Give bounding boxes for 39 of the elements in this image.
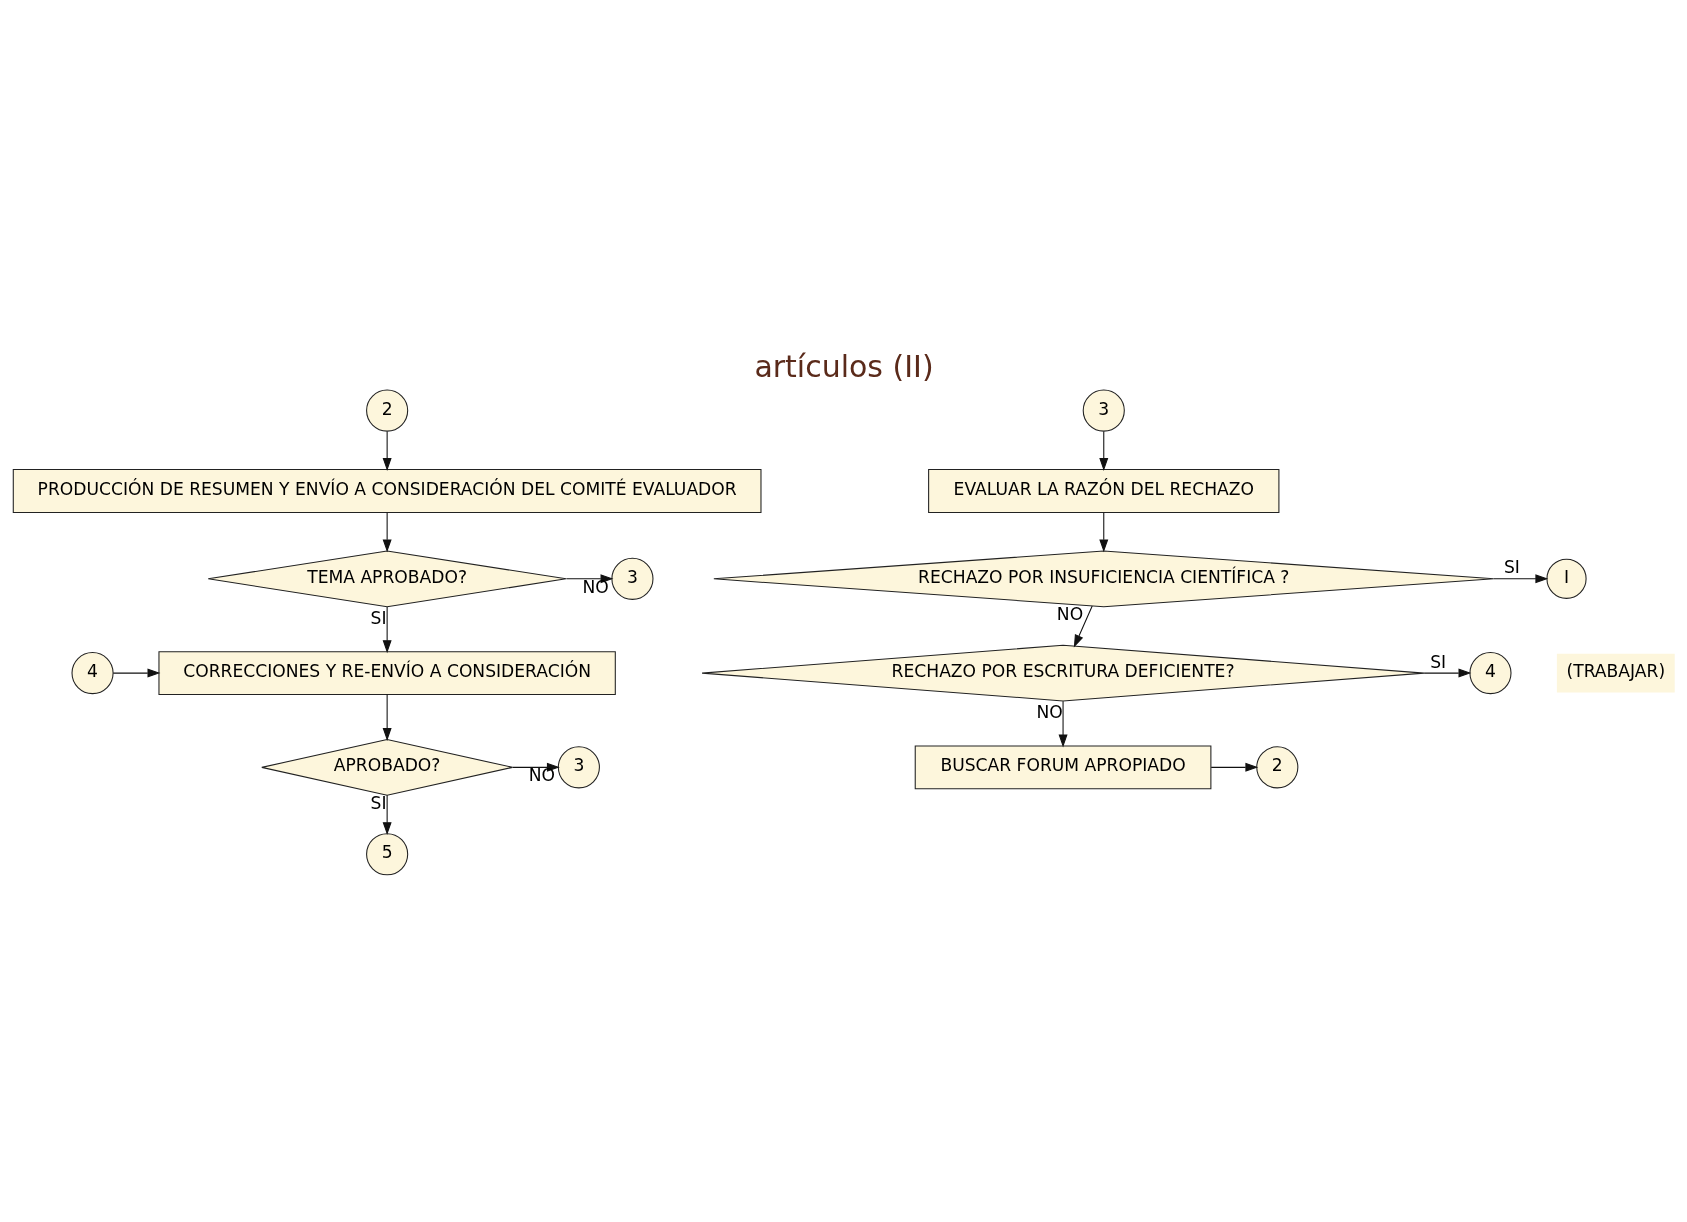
- arrow: [1073, 605, 1093, 648]
- arrow: [382, 430, 392, 471]
- edge-label: SI: [1503, 556, 1520, 577]
- arrow: [382, 693, 392, 741]
- node-circle: I: [1545, 558, 1587, 599]
- node-box: EVALUAR LA RAZÓN DEL RECHAZO: [927, 468, 1279, 513]
- arrow: [382, 606, 392, 653]
- edge-label: NO: [1036, 701, 1063, 722]
- diagram-title: artículos (II): [753, 348, 934, 384]
- arrow: [112, 668, 160, 678]
- node-circle: 3: [1082, 388, 1125, 432]
- node-circle: 4: [1468, 651, 1512, 694]
- node-diamond: TEMA APROBADO?: [207, 549, 567, 607]
- edge-label: SI: [370, 607, 387, 628]
- node-box: BUSCAR FORUM APROPIADO: [914, 744, 1211, 789]
- arrow: [1492, 573, 1548, 583]
- edge-label: NO: [581, 576, 609, 597]
- arrow: [1098, 511, 1108, 552]
- node-circle: 2: [1255, 745, 1298, 788]
- edge-label: NO: [528, 764, 555, 785]
- node-box: PRODUCCIÓN DE RESUMEN Y ENVÍO A CONSIDERACIÓN DEL COMITÉ EVALUADOR: [12, 468, 761, 513]
- node-circle: 4: [70, 651, 114, 694]
- node-diamond: RECHAZO POR INSUFICIENCIA CIENTÍFICA ?: [712, 549, 1494, 607]
- node-circle: 5: [365, 832, 408, 875]
- arrow: [1058, 700, 1068, 747]
- arrow: [1098, 430, 1108, 471]
- node-label: (TRABAJAR): [1566, 660, 1665, 681]
- node-diamond: RECHAZO POR ESCRITURA DEFICIENTE?: [701, 644, 1425, 701]
- arrow: [1210, 762, 1258, 772]
- node-circle: 3: [557, 745, 600, 788]
- arrow: [565, 573, 613, 583]
- node-diamond: APROBADO?: [260, 738, 513, 796]
- arrow: [382, 511, 392, 552]
- node-box: CORRECCIONES Y RE-ENVÍO A CONSIDERACIÓN: [157, 650, 616, 695]
- arrow: [382, 794, 392, 835]
- arrow: [1423, 668, 1471, 678]
- node-circle: 3: [610, 557, 653, 600]
- node-circle: 2: [365, 388, 408, 432]
- edge-label: SI: [1429, 651, 1446, 672]
